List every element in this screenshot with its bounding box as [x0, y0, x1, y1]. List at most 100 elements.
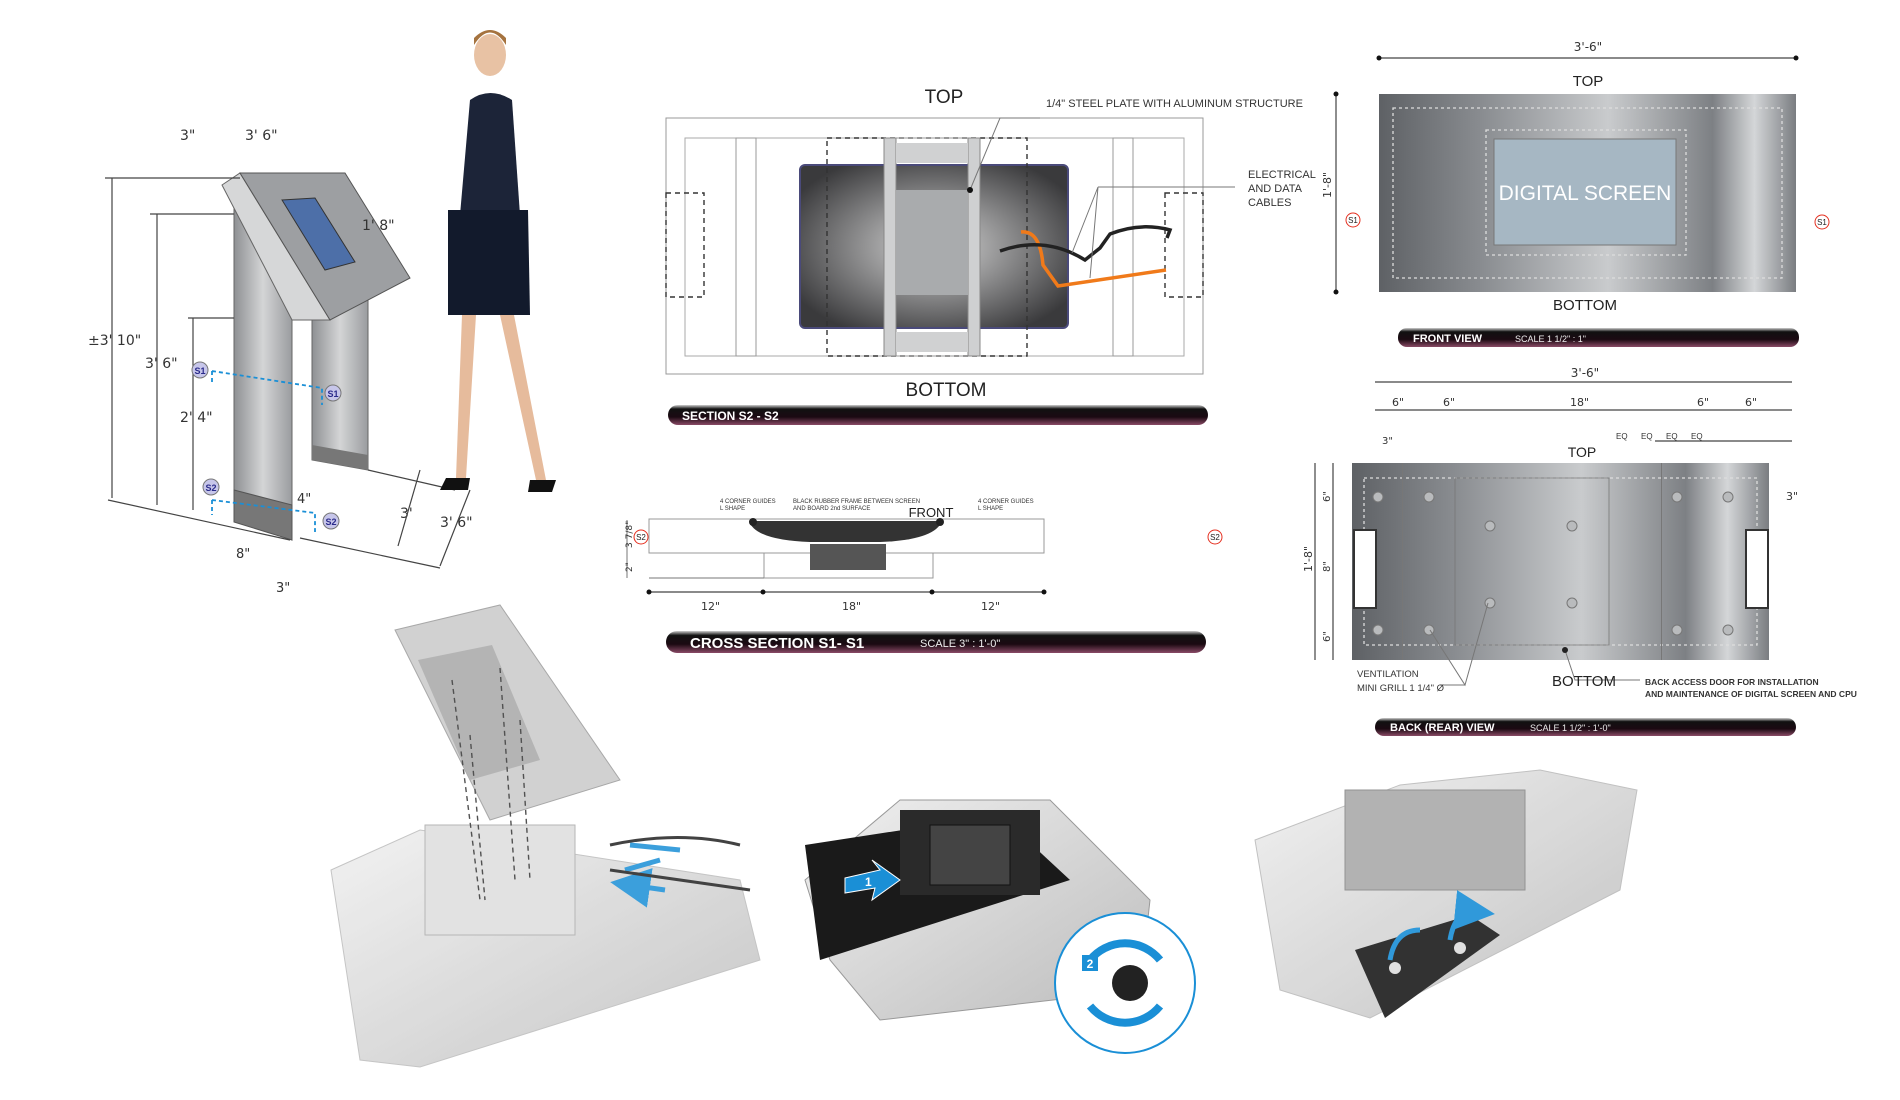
rear-vseg-3: 6"	[1322, 631, 1333, 642]
rear-view: 3'-6" 6" 6" 18" 6" 6" EQ EQ EQ EQ 3" TOP…	[1302, 366, 1857, 736]
rear-seg-1: 6"	[1392, 396, 1404, 409]
front-height-dim: 1'-8"	[1321, 172, 1334, 198]
title-bar-front-view	[1398, 328, 1799, 347]
section-top-label: TOP	[925, 87, 964, 108]
note-steel-plate: 1/4" STEEL PLATE WITH ALUMINUM STRUCTURE	[1046, 98, 1303, 110]
section-line-s2	[211, 499, 316, 532]
rear-eq-3: EQ	[1666, 432, 1678, 441]
note-cables-3: CABLES	[1248, 197, 1291, 209]
front-label: FRONT	[909, 505, 954, 520]
rear-panel	[1352, 463, 1769, 660]
dim-base-band: 4"	[297, 492, 311, 507]
note-door-2: AND MAINTENANCE OF DIGITAL SCREEN AND CP…	[1645, 689, 1857, 699]
rear-seg-5: 6"	[1745, 396, 1757, 409]
dim-base-total: 3' 6"	[440, 515, 473, 531]
digital-screen-label: DIGITAL SCREEN	[1499, 182, 1672, 205]
dim-bottom-middle: 18"	[842, 600, 861, 613]
svg-text:S1: S1	[1348, 216, 1358, 225]
kiosk-3d-view: ±3' 10" 3' 6" 2' 4" 3" 3' 6" 1' 8" 4" 8"…	[88, 30, 556, 596]
install-photo-mount-bracket	[330, 604, 761, 1068]
section-bottom-label: BOTTOM	[906, 380, 987, 401]
mounting-plate	[896, 190, 968, 295]
rear-offset-left: 3"	[1382, 436, 1393, 447]
marker-s1-front-left[interactable]: S1	[1345, 212, 1361, 228]
marker-s2-cross-right[interactable]: S2	[1207, 529, 1223, 545]
kiosk-screen	[281, 197, 356, 271]
marker-s1-left[interactable]: S1	[191, 361, 209, 379]
rear-view-title: BACK (REAR) VIEW	[1390, 722, 1495, 734]
rear-seg-3: 18"	[1570, 396, 1589, 409]
dim-base-span: 3'	[400, 506, 413, 522]
marker-s1-front-right[interactable]: S1	[1814, 214, 1830, 230]
marker-s2-left[interactable]: S2	[202, 478, 220, 496]
dim-depth-top: 3"	[180, 128, 195, 144]
front-bottom-label: BOTTOM	[1553, 297, 1617, 314]
rear-vseg-1: 6"	[1322, 491, 1333, 502]
dim-column-depth: 3"	[276, 581, 290, 596]
rear-eq-1: EQ	[1616, 432, 1628, 441]
install-photo-close-cover	[1254, 769, 1638, 1019]
kiosk-back-column	[311, 299, 369, 471]
rear-seg-2: 6"	[1443, 396, 1455, 409]
rear-eq-4: EQ	[1691, 432, 1703, 441]
section-s2-view: TOP 1/4" STEEL PLATE WITH ALUMINUM STRUC…	[665, 87, 1316, 425]
access-opening-right	[1745, 529, 1769, 609]
note-guides-left-2: L SHAPE	[720, 506, 745, 512]
step-1-badge: 1	[844, 859, 901, 902]
dim-lower-cross: 2"	[625, 562, 635, 572]
rear-seg-4: 6"	[1697, 396, 1709, 409]
note-frame-2: AND BOARD 2nd SURFACE	[793, 506, 870, 512]
cross-section-scale: SCALE 3" : 1'-0"	[920, 638, 1000, 650]
note-door-1: BACK ACCESS DOOR FOR INSTALLATION	[1645, 677, 1819, 687]
front-top-label: TOP	[1573, 73, 1604, 90]
marker-s2-cross-left[interactable]: S2	[633, 529, 649, 545]
front-view-title: FRONT VIEW	[1413, 333, 1483, 345]
rear-bottom-label: BOTTOM	[1552, 673, 1616, 690]
screen-profile	[749, 521, 942, 542]
dim-section-height: 2' 4"	[180, 410, 213, 426]
title-bar-cross-section	[666, 631, 1206, 653]
dim-column-height: 3' 6"	[145, 356, 178, 372]
section-line-s1	[211, 370, 323, 405]
note-guides-left-1: 4 CORNER GUIDES	[720, 499, 776, 505]
note-vent-2: MINI GRILL 1 1/4" Ø	[1357, 683, 1445, 694]
svg-text:S2: S2	[205, 483, 216, 493]
dim-screen-side: 1' 8"	[362, 218, 395, 234]
cpu-cover	[1355, 915, 1500, 1018]
note-frame-1: BLACK RUBBER FRAME BETWEEN SCREEN	[793, 499, 920, 505]
front-width-dim: 3'-6"	[1574, 40, 1602, 54]
dim-column-width: 8"	[236, 547, 250, 562]
rear-height-dim: 1'-8"	[1302, 546, 1315, 572]
person-figure	[440, 30, 556, 492]
step-2-badge: 2	[1082, 955, 1098, 971]
dim-width-top: 3' 6"	[245, 128, 278, 144]
marker-s1-right[interactable]: S1	[324, 384, 342, 402]
front-view: 3'-6" TOP DIGITAL SCREEN 1'-8" S1 S1 BOT…	[1321, 40, 1830, 347]
svg-text:S1: S1	[1817, 218, 1827, 227]
note-guides-right-2: L SHAPE	[978, 506, 1003, 512]
install-photo-attach-cpu: 1 2	[804, 799, 1196, 1054]
dim-bottom-right: 12"	[981, 600, 1000, 613]
note-cables-1: ELECTRICAL	[1248, 169, 1316, 181]
dim-height-cross: 3 7/8"	[625, 521, 635, 548]
title-bar-rear-view	[1375, 718, 1796, 736]
rear-top-label: TOP	[1568, 444, 1597, 460]
cross-section-s1-view: 4 CORNER GUIDES L SHAPE BLACK RUBBER FRA…	[625, 499, 1223, 653]
rear-view-scale: SCALE 1 1/2" : 1'-0"	[1530, 723, 1611, 733]
svg-text:S1: S1	[327, 389, 338, 399]
svg-text:S2: S2	[636, 533, 646, 542]
dim-bottom-left: 12"	[701, 600, 720, 613]
title-bar-section-s2	[668, 405, 1208, 425]
section-s2-title: SECTION S2 - S2	[682, 409, 779, 423]
svg-text:1: 1	[865, 875, 872, 889]
svg-text:S1: S1	[194, 366, 205, 376]
rear-vseg-2: 8"	[1322, 561, 1333, 572]
dim-total-height: ±3' 10"	[88, 333, 141, 349]
note-cables-2: AND DATA	[1248, 183, 1303, 195]
access-opening-left	[1353, 529, 1377, 609]
marker-s2-right[interactable]: S2	[322, 512, 340, 530]
digital-screen	[1493, 138, 1677, 246]
rear-eq-2: EQ	[1641, 432, 1653, 441]
cross-section-title: CROSS SECTION S1- S1	[690, 635, 864, 652]
